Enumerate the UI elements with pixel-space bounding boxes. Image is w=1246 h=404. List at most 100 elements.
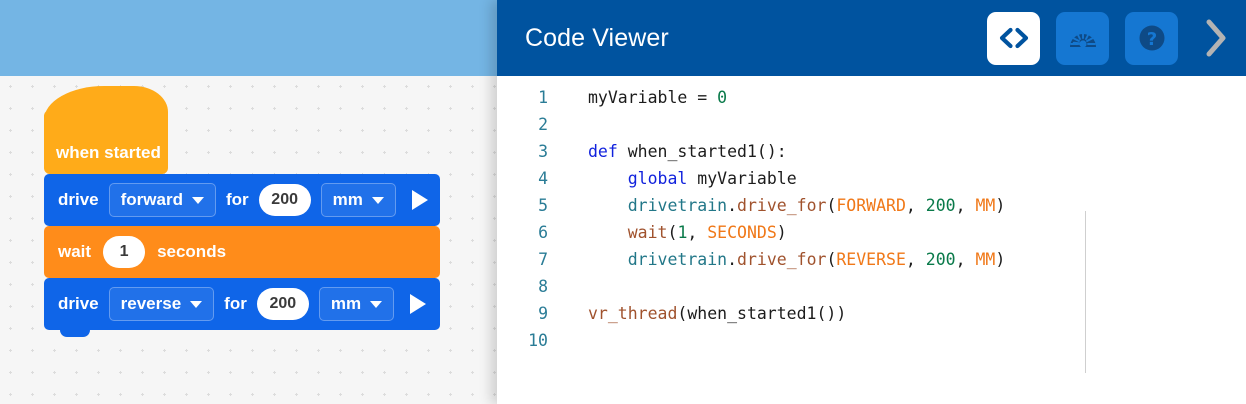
drive-distance-input[interactable]: 200 xyxy=(256,288,309,320)
play-icon[interactable] xyxy=(410,294,427,314)
block-wait[interactable]: wait 1 seconds xyxy=(44,226,440,285)
code-line-text: myVariable = 0 xyxy=(550,84,727,111)
drive-for-label: for xyxy=(225,190,249,209)
code-token: vr_thread xyxy=(588,304,678,323)
help-button[interactable]: ? xyxy=(1125,11,1178,65)
code-line-text: global myVariable xyxy=(550,165,797,192)
code-viewer-header: Code Viewer xyxy=(497,0,1246,76)
wait-verb-label: wait xyxy=(58,242,92,261)
code-token xyxy=(588,169,628,188)
code-token: myVariable = xyxy=(588,88,718,107)
chevron-down-icon xyxy=(371,196,384,204)
code-token: 200 xyxy=(925,250,956,269)
code-token xyxy=(588,250,628,269)
drive-unit-dropdown[interactable]: mm xyxy=(318,287,395,321)
line-number: 9 xyxy=(538,304,548,323)
code-token xyxy=(588,223,628,242)
code-token: . xyxy=(727,250,738,269)
question-mark-icon: ? xyxy=(1139,25,1164,51)
line-number: 3 xyxy=(538,142,548,161)
gauge-dashboard-icon xyxy=(1069,30,1096,48)
drive-verb-label: drive xyxy=(58,294,99,313)
block-stack[interactable]: when started drive forward for 200 mm xyxy=(44,86,440,337)
svg-text:?: ? xyxy=(1146,29,1156,50)
code-token: SECONDS xyxy=(707,223,777,242)
wait-duration-input[interactable]: 1 xyxy=(103,236,146,268)
drive-unit-dropdown[interactable]: mm xyxy=(320,183,396,217)
code-brackets-icon xyxy=(999,27,1028,49)
chevron-down-icon xyxy=(191,196,204,204)
code-line: 2 xyxy=(497,111,1246,138)
code-token: , xyxy=(905,196,926,215)
code-token: ( xyxy=(826,196,837,215)
drive-direction-value: reverse xyxy=(120,294,182,313)
code-line: 5 drivetrain.drive_for(FORWARD, 200, MM) xyxy=(497,192,1246,219)
collapse-panel-chevron[interactable] xyxy=(1196,12,1236,65)
line-number: 2 xyxy=(538,115,548,134)
block-drive-forward[interactable]: drive forward for 200 mm xyxy=(44,174,440,233)
workspace-toolbar-strip xyxy=(0,0,497,76)
block-drive-reverse[interactable]: drive reverse for 200 mm xyxy=(44,278,440,337)
line-number: 8 xyxy=(538,277,548,296)
dashboard-view-button[interactable] xyxy=(1056,11,1109,65)
code-token: , xyxy=(955,196,976,215)
code-token: drive_for xyxy=(737,250,827,269)
line-number: 4 xyxy=(538,169,548,188)
code-line: 3 def when_started1(): xyxy=(497,138,1246,165)
code-line-text: drivetrain.drive_for(REVERSE, 200, MM) xyxy=(550,246,1006,273)
code-token: ) xyxy=(995,250,1006,269)
indent-guide xyxy=(1085,211,1086,373)
code-line: 7 drivetrain.drive_for(REVERSE, 200, MM) xyxy=(497,246,1246,273)
wait-unit-label: seconds xyxy=(157,242,227,261)
code-token: MM xyxy=(975,250,996,269)
code-line: 6 wait(1, SECONDS) xyxy=(497,219,1246,246)
code-token: when_started1(): xyxy=(617,142,787,161)
code-line-text: wait(1, SECONDS) xyxy=(550,219,787,246)
chevron-right-icon xyxy=(1206,19,1226,57)
code-view-button[interactable] xyxy=(987,11,1040,65)
play-icon[interactable] xyxy=(411,190,428,210)
code-token: 1 xyxy=(677,223,688,242)
drive-direction-dropdown[interactable]: reverse xyxy=(108,287,215,321)
drive-distance-input[interactable]: 200 xyxy=(258,184,311,216)
chevron-down-icon xyxy=(370,300,383,308)
drive-direction-dropdown[interactable]: forward xyxy=(108,183,216,217)
code-token: (when_started1()) xyxy=(677,304,847,323)
drive-for-label: for xyxy=(224,294,247,313)
code-token: ( xyxy=(667,223,678,242)
code-token: , xyxy=(905,250,926,269)
code-token: global xyxy=(627,169,688,188)
code-token xyxy=(588,196,628,215)
code-token: ) xyxy=(995,196,1006,215)
line-number: 1 xyxy=(538,88,548,107)
code-line: 10 xyxy=(497,327,1246,354)
code-viewer-panel: Code Viewer xyxy=(497,0,1246,404)
code-token: ( xyxy=(826,250,837,269)
code-token: drivetrain xyxy=(627,196,728,215)
line-number: 7 xyxy=(538,250,548,269)
code-token: FORWARD xyxy=(836,196,906,215)
code-line-text: drivetrain.drive_for(FORWARD, 200, MM) xyxy=(550,192,1006,219)
code-line: 4 global myVariable xyxy=(497,165,1246,192)
block-programming-canvas[interactable]: when started drive forward for 200 mm xyxy=(0,0,497,404)
drive-unit-value: mm xyxy=(332,190,363,209)
line-number: 5 xyxy=(538,196,548,215)
code-token: MM xyxy=(975,196,996,215)
code-token: ) xyxy=(776,223,787,242)
code-token: drivetrain xyxy=(627,250,728,269)
code-token: wait xyxy=(627,223,668,242)
code-token: , xyxy=(687,223,708,242)
code-token: , xyxy=(955,250,976,269)
code-token: drive_for xyxy=(737,196,827,215)
code-line: 9 vr_thread(when_started1()) xyxy=(497,300,1246,327)
chevron-down-icon xyxy=(190,300,203,308)
header-actions: ? xyxy=(987,11,1246,65)
hat-block-dome xyxy=(44,86,168,130)
block-when-started[interactable]: when started xyxy=(44,86,168,181)
drive-verb-label: drive xyxy=(58,190,99,209)
drive-direction-value: forward xyxy=(120,190,183,209)
page-title: Code Viewer xyxy=(525,23,669,52)
code-token: def xyxy=(588,142,618,161)
